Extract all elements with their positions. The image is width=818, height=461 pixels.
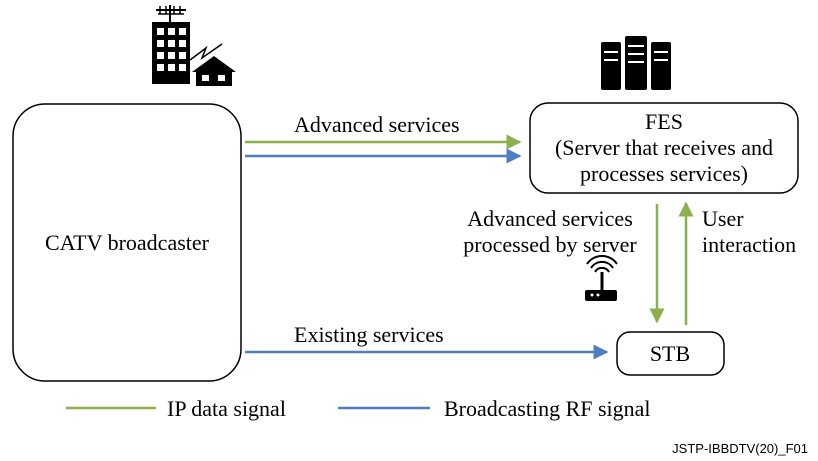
fes-box bbox=[529, 102, 799, 194]
user-interaction-label-1: User bbox=[702, 206, 744, 231]
fes-desc-line1: (Server that receives and bbox=[555, 135, 773, 160]
server-rack-icon bbox=[601, 36, 671, 90]
legend-rf-label: Broadcasting RF signal bbox=[444, 396, 651, 421]
fes-desc-line2: processes services) bbox=[580, 161, 748, 186]
wifi-router-icon bbox=[585, 255, 618, 301]
legend-ip-label: IP data signal bbox=[167, 396, 286, 421]
building-antenna-icon bbox=[152, 5, 236, 86]
user-interaction-label-2: interaction bbox=[702, 232, 796, 257]
processed-services-label-2: processed by server bbox=[463, 232, 637, 257]
catv-broadcaster-label: CATV broadcaster bbox=[45, 230, 210, 255]
figure-code: JSTP-IBBDTV(20)_F01 bbox=[672, 441, 808, 456]
advanced-services-label: Advanced services bbox=[294, 112, 460, 137]
processed-services-label-1: Advanced services bbox=[467, 206, 633, 231]
existing-services-label: Existing services bbox=[294, 322, 444, 347]
stb-label: STB bbox=[650, 341, 690, 366]
catv-broadcaster-box bbox=[12, 103, 242, 382]
fes-title-label: FES bbox=[645, 109, 683, 134]
stb-box bbox=[616, 331, 725, 376]
